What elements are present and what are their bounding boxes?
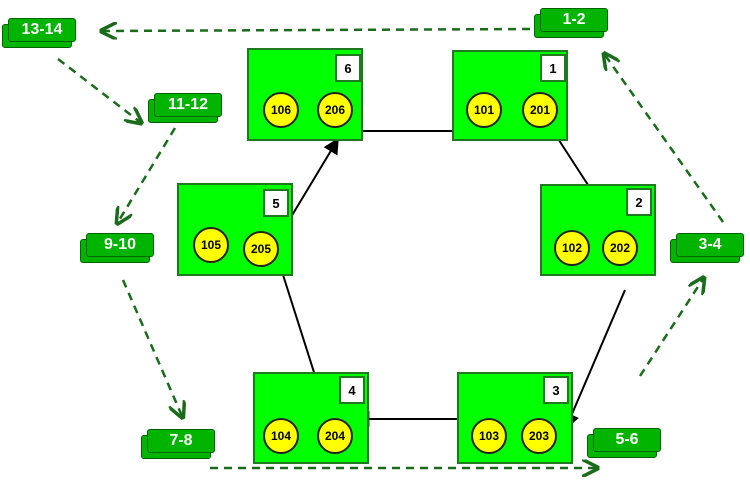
node-5: 5 105 205 <box>177 183 293 276</box>
node-number: 4 <box>339 376 365 404</box>
tag-label: 11-12 <box>154 93 222 117</box>
arrow-1-2-to-13-14 <box>103 29 531 31</box>
node-3: 3 103 203 <box>457 372 573 464</box>
arrow-9-10-to-7-8 <box>121 279 182 416</box>
tag-7-8: 7-8 <box>141 429 215 463</box>
slot-circle: 202 <box>602 230 638 266</box>
tag-label: 1-2 <box>540 8 608 32</box>
arrow-202-to-203 <box>564 289 626 430</box>
node-4: 4 104 204 <box>253 372 369 464</box>
slot-circle: 103 <box>471 418 507 454</box>
tag-5-6: 5-6 <box>587 428 661 462</box>
node-2: 2 102 202 <box>540 184 656 276</box>
tag-label: 9-10 <box>86 233 154 257</box>
slot-circle: 106 <box>263 92 299 128</box>
arrow-11-12-to-9-10 <box>118 127 177 222</box>
tag-1-2: 1-2 <box>534 8 608 42</box>
node-6: 6 106 206 <box>247 48 363 141</box>
slot-circle: 203 <box>521 418 557 454</box>
tag-3-4: 3-4 <box>670 233 744 267</box>
slot-circle: 206 <box>317 92 353 128</box>
tag-11-12: 11-12 <box>148 93 222 127</box>
node-number: 1 <box>540 54 566 82</box>
node-number: 6 <box>335 54 361 82</box>
tag-label: 7-8 <box>147 429 215 453</box>
slot-circle: 102 <box>554 230 590 266</box>
tag-label: 13-14 <box>8 18 76 42</box>
slot-circle: 101 <box>466 92 502 128</box>
node-number: 2 <box>626 188 652 216</box>
tag-label: 3-4 <box>676 233 744 257</box>
arrow-5-6-to-3-4 <box>638 279 703 377</box>
slot-circle: 201 <box>522 92 558 128</box>
node-number: 3 <box>543 376 569 404</box>
node-number: 5 <box>263 189 289 217</box>
slot-circle: 104 <box>263 418 299 454</box>
arrow-13-14-to-11-12 <box>57 58 140 122</box>
tag-9-10: 9-10 <box>80 233 154 267</box>
tag-13-14: 13-14 <box>2 18 76 52</box>
slot-circle: 205 <box>243 231 279 267</box>
slot-circle: 105 <box>193 227 229 263</box>
tag-label: 5-6 <box>593 428 661 452</box>
arrow-3-4-to-1-2 <box>605 55 725 223</box>
slot-circle: 204 <box>317 418 353 454</box>
node-1: 1 101 201 <box>452 50 568 141</box>
